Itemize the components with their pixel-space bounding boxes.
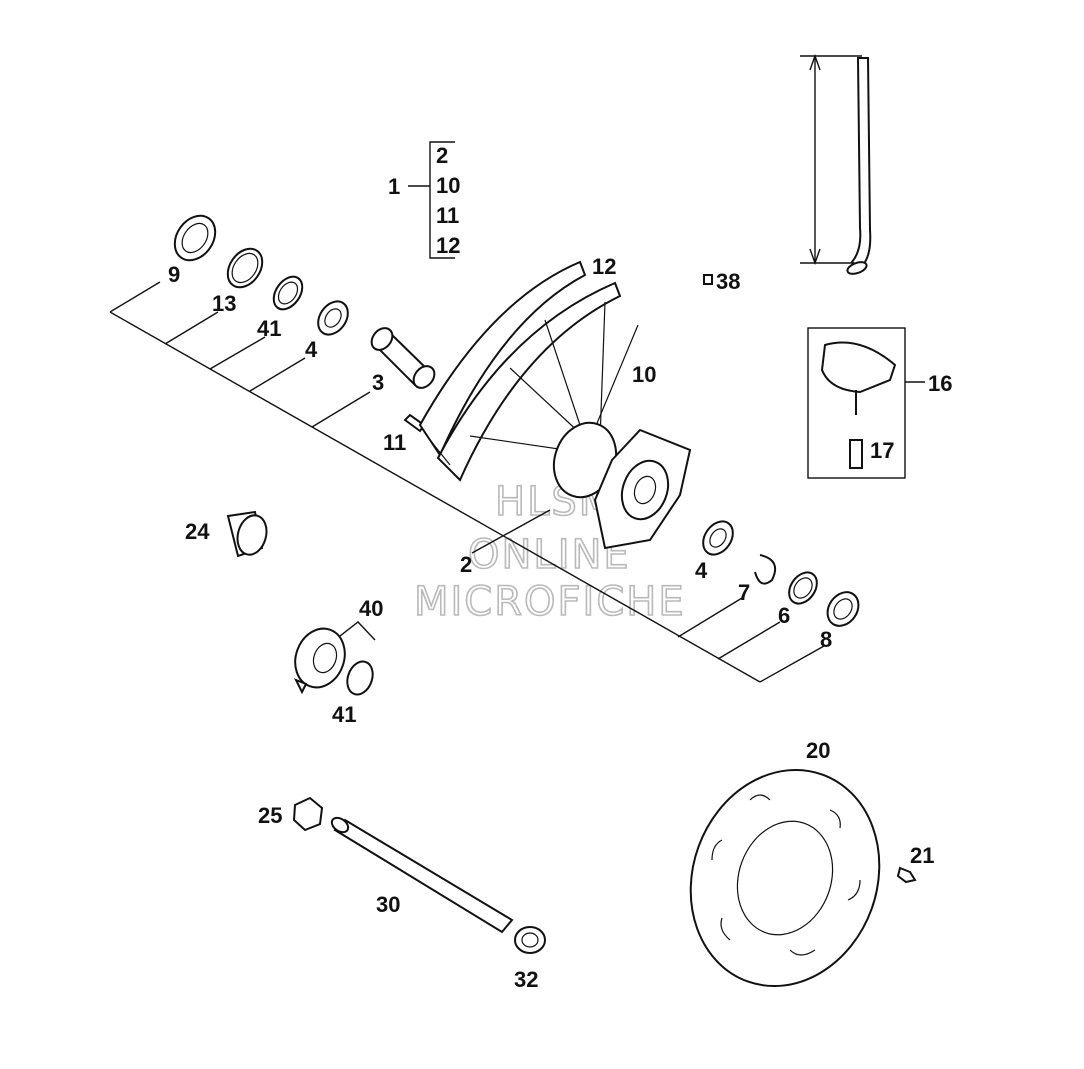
callout-24: 24 bbox=[185, 519, 210, 544]
callout-41-lower: 41 bbox=[332, 702, 356, 727]
disc-bolt-part-21 bbox=[896, 866, 917, 884]
callout-40: 40 bbox=[359, 596, 383, 621]
callout-16: 16 bbox=[928, 371, 952, 396]
callout-11: 11 bbox=[383, 430, 406, 455]
callout-4: 4 bbox=[305, 337, 318, 362]
axle-nut-part-32 bbox=[514, 926, 546, 954]
kit-bracket-1 bbox=[408, 141, 455, 259]
callout-6: 6 bbox=[778, 603, 790, 628]
callout-1-sub-12: 12 bbox=[436, 233, 460, 258]
valve-core-part-17 bbox=[849, 439, 863, 469]
callout-12: 12 bbox=[592, 254, 616, 279]
callout-41: 41 bbox=[257, 316, 281, 341]
callout-20: 20 bbox=[806, 738, 830, 763]
spacer-part-3 bbox=[370, 327, 436, 389]
callout-25: 25 bbox=[258, 803, 282, 828]
callout-9: 9 bbox=[168, 262, 180, 287]
inner-tube-part-16 bbox=[820, 341, 897, 394]
valve-cap-part-38 bbox=[703, 274, 713, 285]
callout-1-sub-10: 10 bbox=[436, 173, 460, 198]
callout-21: 21 bbox=[910, 843, 934, 868]
seal-part-6 bbox=[788, 571, 818, 605]
callout-17: 17 bbox=[870, 438, 894, 463]
watermark-line3: MICROFICHE bbox=[414, 579, 686, 625]
hub-part-2 bbox=[552, 421, 692, 550]
o-ring-part-13 bbox=[226, 247, 264, 289]
callout-30: 30 bbox=[376, 892, 400, 917]
seal-ring-part-9 bbox=[173, 214, 217, 262]
callout-labels: 1 2 10 11 12 12 10 11 2 9 13 41 4 3 38 1… bbox=[168, 143, 952, 992]
callout-1: 1 bbox=[388, 174, 400, 199]
callout-10: 10 bbox=[632, 362, 656, 387]
callout-1-sub-2: 2 bbox=[436, 143, 448, 168]
callout-38: 38 bbox=[716, 269, 740, 294]
axle-part-30 bbox=[330, 816, 514, 934]
callout-2: 2 bbox=[460, 552, 472, 577]
rim-part-12 bbox=[418, 260, 622, 482]
spoke-dimension bbox=[800, 53, 872, 275]
circlip-part-7 bbox=[754, 554, 776, 585]
callout-8: 8 bbox=[820, 627, 832, 652]
bearing-part-4 bbox=[317, 300, 349, 336]
tube-box bbox=[807, 327, 925, 479]
callout-3: 3 bbox=[372, 370, 384, 395]
axle-nut-part-25 bbox=[292, 796, 324, 832]
spacer-part-24 bbox=[226, 510, 268, 558]
circlip-part-41 bbox=[272, 275, 304, 311]
assembly-leader-lines bbox=[109, 281, 825, 683]
callout-4-right: 4 bbox=[695, 558, 708, 583]
callout-1-sub-11: 11 bbox=[436, 203, 459, 228]
callout-7: 7 bbox=[738, 580, 750, 605]
callout-32: 32 bbox=[514, 967, 538, 992]
brake-disc-part-20 bbox=[689, 768, 881, 988]
spacer-part-8 bbox=[826, 591, 860, 627]
speedo-drive-part-40 bbox=[293, 621, 376, 696]
callout-13: 13 bbox=[212, 291, 236, 316]
bearing-part-4-right bbox=[702, 520, 734, 556]
